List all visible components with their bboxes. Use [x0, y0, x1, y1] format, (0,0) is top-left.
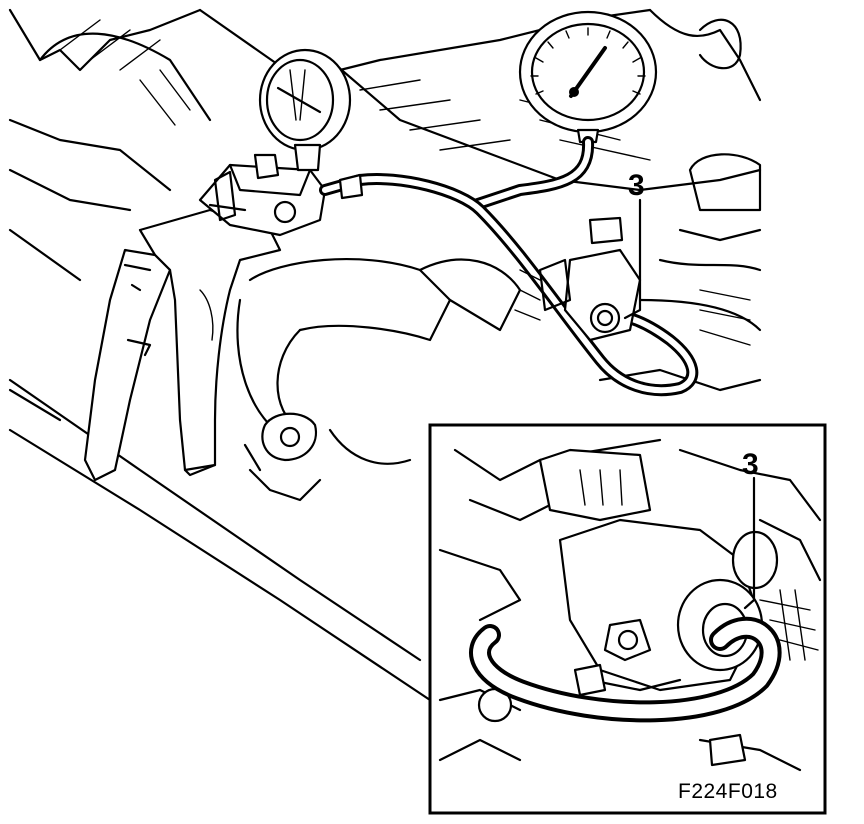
control-valve — [514, 216, 642, 342]
pressure-gauge — [518, 10, 658, 144]
vacuum-hand-pump — [83, 153, 327, 482]
gauge-line — [469, 136, 595, 211]
inset-part-number: 3 — [742, 448, 759, 481]
inset-detail: 3 F224F018 — [428, 423, 827, 815]
fender-lines — [8, 228, 432, 702]
inset-hose-loop — [469, 616, 782, 723]
inset-background — [438, 438, 822, 772]
main-part-callout: 3 — [623, 169, 645, 320]
inset-valve-body — [558, 518, 779, 697]
figure-reference-code: F224F018 — [678, 780, 778, 803]
vacuum-hose — [319, 173, 699, 397]
inset-part-callout: 3 — [742, 448, 759, 610]
pump-vacuum-gauge — [258, 48, 352, 172]
main-part-number: 3 — [628, 169, 645, 202]
lower-fitting — [243, 412, 322, 502]
main-view: 3 — [8, 8, 762, 702]
